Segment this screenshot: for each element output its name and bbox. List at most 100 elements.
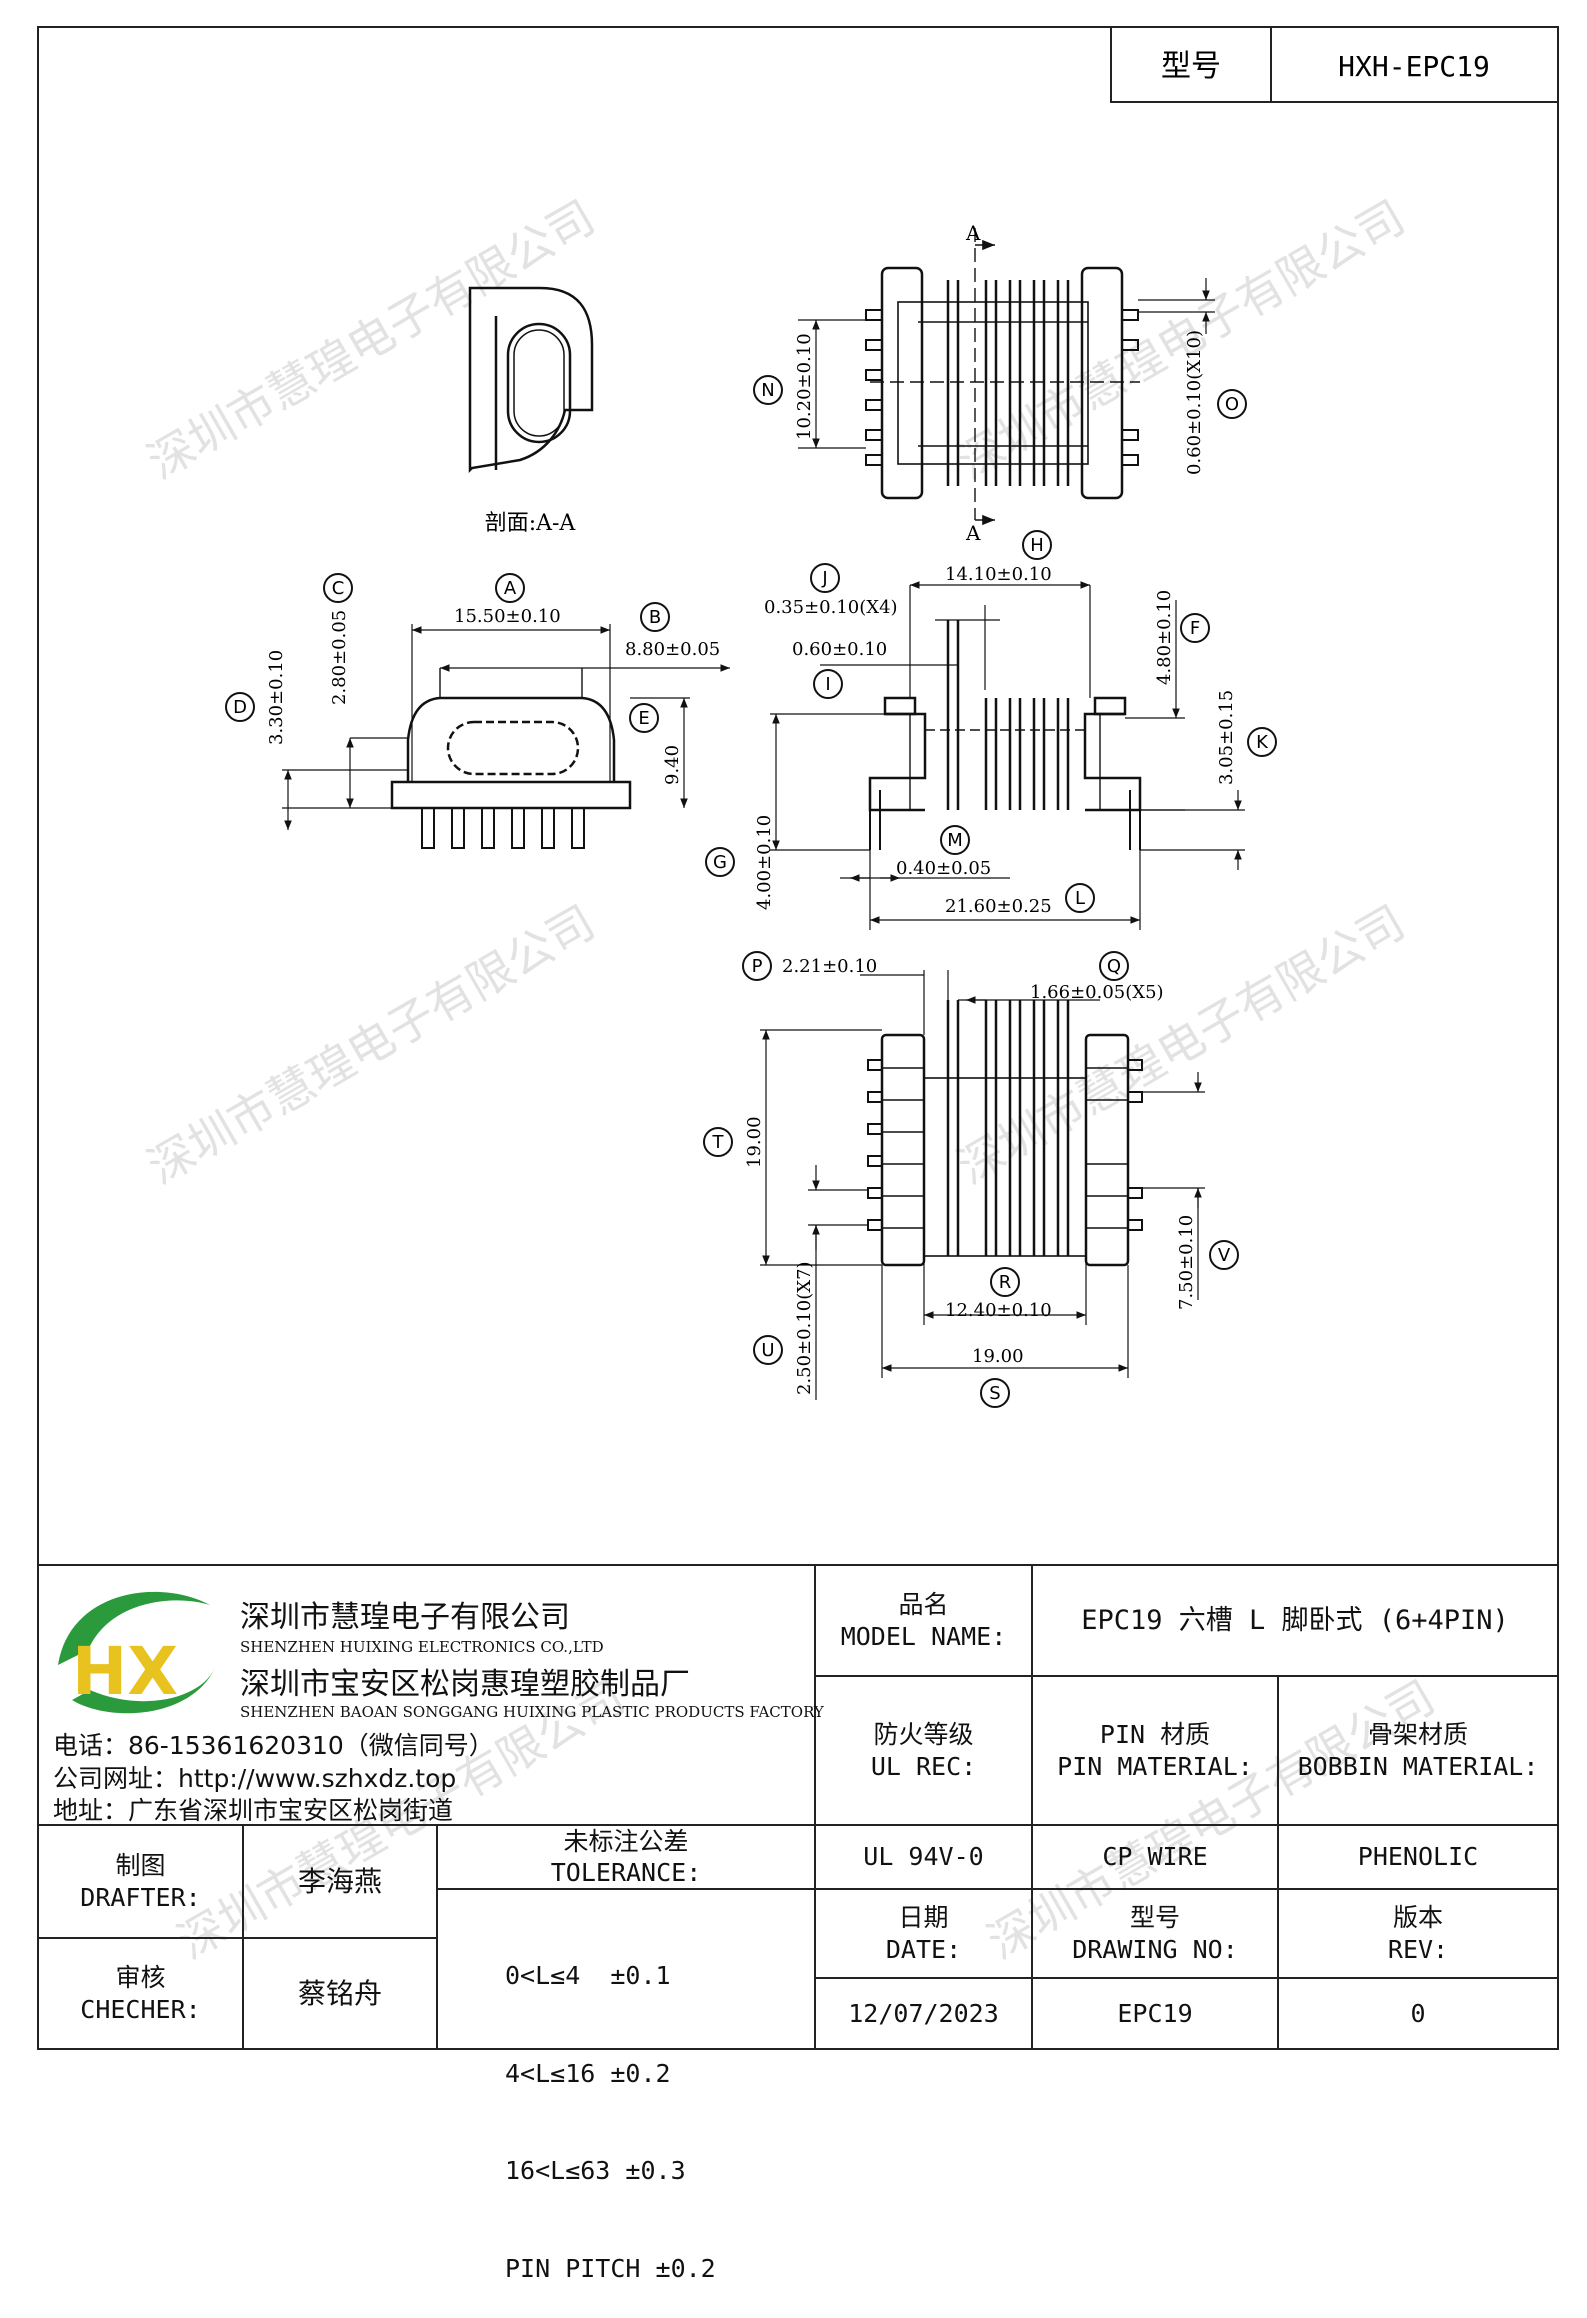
rev-label: 版本 REV: xyxy=(1278,1889,1558,1978)
callout-letter: B xyxy=(649,607,661,628)
bobbin-label-en: BOBBIN MATERIAL: xyxy=(1297,1751,1539,1781)
factory-name-cn: 深圳市宝安区松岗惠瑝塑胶制品厂 xyxy=(240,1667,690,1702)
callout-letter: L xyxy=(1075,888,1085,909)
dim-s: 19.00 xyxy=(972,1346,1024,1367)
address-line: 地址：广东省深圳市宝安区松岗街道 xyxy=(53,1796,454,1825)
section-marks: A A xyxy=(965,221,981,545)
callout-circle xyxy=(980,1378,1010,1408)
callout-letter: R xyxy=(999,1272,1012,1293)
callout-circle xyxy=(753,1335,783,1365)
factory-name-en: SHENZHEN BAOAN SONGGANG HUIXING PLASTIC … xyxy=(240,1703,824,1721)
drawing-no-label-en: DRAWING NO: xyxy=(1072,1934,1238,1964)
bobbin-value-text: PHENOLIC xyxy=(1357,1842,1479,1872)
callout-letter: K xyxy=(1256,732,1269,753)
callout-letter: H xyxy=(1030,535,1044,556)
rev-label-en: REV: xyxy=(1387,1934,1449,1964)
pin-material-value: CP WIRE xyxy=(1032,1825,1278,1889)
ul-label-en: UL REC: xyxy=(870,1751,977,1781)
model-name-label-en: MODEL NAME: xyxy=(840,1621,1007,1651)
drawing-no-label-cn: 型号 xyxy=(1129,1903,1180,1933)
dim-c: 2.80±0.05 xyxy=(329,610,350,705)
drawing-no-value-text: EPC19 xyxy=(1117,1998,1193,2028)
date-value-text: 12/07/2023 xyxy=(848,1998,999,2028)
tolerance-list: 0<L≤4 ±0.1 4<L≤16 ±0.2 16<L≤63 ±0.3 PIN … xyxy=(505,1895,716,2318)
dim-o: 0.60±0.10(X10) xyxy=(1184,330,1205,475)
watermark-text: 深圳市慧瑝电子有限公司 xyxy=(139,190,604,490)
tolerance-label-cn: 未标注公差 xyxy=(563,1826,689,1856)
callout-circle xyxy=(495,573,525,603)
tolerance-label: 未标注公差 TOLERANCE: xyxy=(437,1825,815,1889)
drafter-label-en: DRAFTER: xyxy=(80,1882,201,1912)
pin-value-text: CP WIRE xyxy=(1102,1842,1208,1872)
model-name-label: 品名 MODEL NAME: xyxy=(815,1565,1032,1676)
section-label: 剖面:A-A xyxy=(485,511,577,536)
front-view xyxy=(282,624,730,849)
dim-a: 15.50±0.10 xyxy=(454,606,561,627)
technical-drawing: 深圳市慧瑝电子有限公司 深圳市慧瑝电子有限公司 深圳市慧瑝电子有限公司 深圳市慧… xyxy=(37,26,1559,2050)
dim-k: 3.05±0.15 xyxy=(1216,690,1237,785)
callout-circle xyxy=(742,951,772,981)
dim-n: 10.20±0.10 xyxy=(794,333,815,440)
side-view xyxy=(770,581,1245,930)
dim-q: 1.66±0.05(X5) xyxy=(1030,982,1164,1003)
callout-letter: J xyxy=(821,568,827,589)
callout-circle xyxy=(810,563,840,593)
callout-letter: T xyxy=(712,1132,725,1153)
callout-circle xyxy=(940,825,970,855)
callout-circle xyxy=(629,703,659,733)
phone-line: 电话：86-15361620310（微信同号） xyxy=(53,1731,494,1760)
callout-circle xyxy=(1180,613,1210,643)
checker-name: 蔡铭舟 xyxy=(297,1977,382,2010)
callout-circle xyxy=(1022,530,1052,560)
dim-u: 2.50±0.10(X7) xyxy=(794,1261,815,1395)
callout-letter: S xyxy=(989,1383,1000,1404)
checker-label-cn: 审核 xyxy=(115,1963,166,1993)
drawing-no-label: 型号 DRAWING NO: xyxy=(1032,1889,1278,1978)
dim-m: 0.40±0.05 xyxy=(896,858,991,879)
callout-circle xyxy=(1217,389,1247,419)
callout-circle xyxy=(990,1267,1020,1297)
company-name-en: SHENZHEN HUIXING ELECTRONICS CO.,LTD xyxy=(240,1638,604,1656)
pin-label-en: PIN MATERIAL: xyxy=(1057,1751,1253,1781)
drafter-value: 李海燕 xyxy=(243,1825,437,1938)
callout-circle xyxy=(640,602,670,632)
section-view xyxy=(468,286,594,474)
date-label-en: DATE: xyxy=(885,1934,962,1964)
dim-b: 8.80±0.05 xyxy=(625,639,720,660)
drafter-label-cn: 制图 xyxy=(115,1851,166,1881)
callout-letter: V xyxy=(1218,1245,1231,1266)
page-border xyxy=(37,26,1559,2050)
date-value: 12/07/2023 xyxy=(815,1978,1032,2049)
callout-letter: U xyxy=(761,1340,774,1361)
ul-value-text: UL 94V-0 xyxy=(863,1842,984,1872)
callout-circle xyxy=(1247,727,1277,757)
drawing-no-value: EPC19 xyxy=(1032,1978,1278,2049)
bobbin-material-value: PHENOLIC xyxy=(1278,1825,1558,1889)
model-name-label-cn: 品名 xyxy=(898,1590,949,1620)
callout-circle xyxy=(1065,883,1095,913)
rev-label-cn: 版本 xyxy=(1392,1903,1443,1933)
header-model-label: 型号 xyxy=(1161,49,1221,84)
drafter-label: 制图 DRAFTER: xyxy=(38,1825,243,1938)
callout-letter: N xyxy=(761,380,774,401)
pin-label-cn: PIN 材质 xyxy=(1099,1720,1211,1750)
callout-circle xyxy=(1209,1240,1239,1270)
callout-letter: A xyxy=(504,578,517,599)
logo-text: HX xyxy=(72,1633,178,1710)
dim-j: 0.35±0.10(X4) xyxy=(764,597,898,618)
tolerance-line: PIN PITCH ±0.2 xyxy=(505,2253,716,2283)
tolerance-line: 16<L≤63 ±0.3 xyxy=(505,2156,686,2185)
company-name-cn: 深圳市慧瑝电子有限公司 xyxy=(240,1600,570,1635)
header-model-value: HXH-EPC19 xyxy=(1338,50,1490,83)
date-label-cn: 日期 xyxy=(898,1903,949,1933)
callout-circle xyxy=(225,692,255,722)
callout-letter: Q xyxy=(1107,956,1121,977)
callout-letter: F xyxy=(1190,618,1200,639)
dim-p: 2.21±0.10 xyxy=(782,956,877,977)
ul-label-cn: 防火等级 xyxy=(873,1720,974,1750)
drafter-name: 李海燕 xyxy=(297,1865,382,1898)
callout-circle xyxy=(1099,951,1129,981)
dim-t: 19.00 xyxy=(744,1116,765,1168)
callout-circle xyxy=(753,375,783,405)
callout-letter: I xyxy=(825,674,830,695)
